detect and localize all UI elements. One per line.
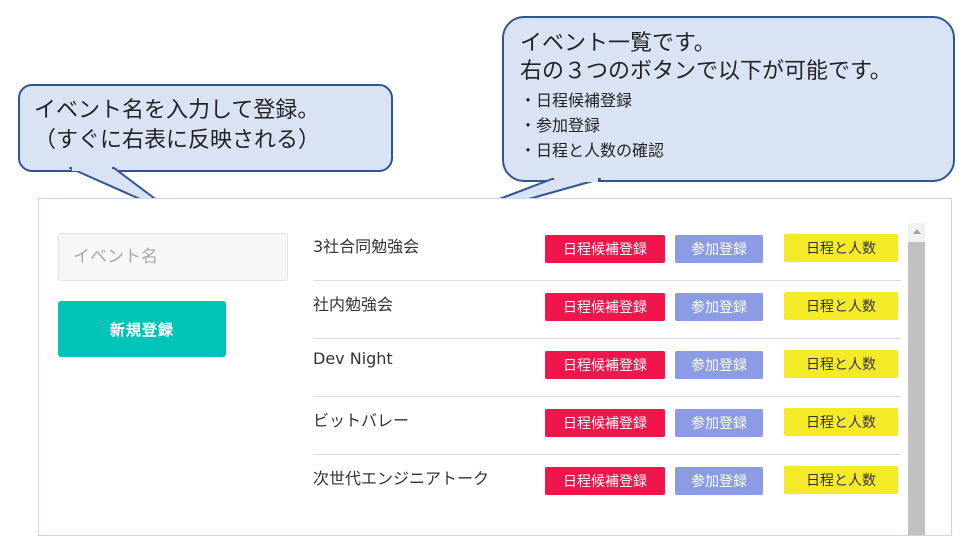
schedule-count-button[interactable]: 日程と人数 (784, 408, 898, 436)
scroll-up-arrow-icon[interactable] (908, 223, 925, 240)
event-name: 次世代エンジニアトーク (313, 469, 490, 488)
date-candidate-button[interactable]: 日程候補登録 (545, 235, 665, 263)
callout-list-item: ・日程と人数の確認 (520, 141, 665, 160)
callout-input-hint: イベント名を入力して登録。 （すぐに右表に反映される） (18, 84, 393, 172)
join-button[interactable]: 参加登録 (675, 409, 763, 437)
scrollbar-thumb[interactable] (908, 242, 925, 535)
event-row: Dev Night 日程候補登録 参加登録 日程と人数 (313, 339, 901, 397)
event-name: Dev Night (313, 349, 393, 368)
event-list: 3社合同勉強会 日程候補登録 参加登録 日程と人数 社内勉強会 日程候補登録 参… (313, 223, 901, 513)
schedule-count-button[interactable]: 日程と人数 (784, 350, 898, 378)
schedule-count-button[interactable]: 日程と人数 (784, 292, 898, 320)
event-list-scrollbar[interactable] (908, 223, 925, 535)
join-button[interactable]: 参加登録 (675, 293, 763, 321)
callout-input-hint-line2: （すぐに右表に反映される） (34, 128, 321, 153)
date-candidate-button[interactable]: 日程候補登録 (545, 467, 665, 495)
schedule-count-button[interactable]: 日程と人数 (784, 466, 898, 494)
event-name: ビットバレー (313, 411, 410, 430)
event-app-panel: 新規登録 3社合同勉強会 日程候補登録 参加登録 日程と人数 社内勉強会 日程候… (38, 198, 952, 536)
event-name: 3社合同勉強会 (313, 237, 420, 256)
callout-list-line2: 右の３つのボタンで以下が可能です。 (520, 59, 892, 84)
callout-input-hint-line1: イベント名を入力して登録。 (34, 98, 320, 123)
date-candidate-button[interactable]: 日程候補登録 (545, 351, 665, 379)
schedule-count-button[interactable]: 日程と人数 (784, 234, 898, 262)
join-button[interactable]: 参加登録 (675, 235, 763, 263)
date-candidate-button[interactable]: 日程候補登録 (545, 293, 665, 321)
join-button[interactable]: 参加登録 (675, 351, 763, 379)
event-row: 3社合同勉強会 日程候補登録 参加登録 日程と人数 (313, 223, 901, 281)
event-row: 次世代エンジニアトーク 日程候補登録 参加登録 日程と人数 (313, 455, 901, 513)
event-row: 社内勉強会 日程候補登録 参加登録 日程と人数 (313, 281, 901, 339)
event-name: 社内勉強会 (313, 295, 394, 314)
date-candidate-button[interactable]: 日程候補登録 (545, 409, 665, 437)
callout-list-item: ・参加登録 (520, 116, 601, 135)
callout-list-line1: イベント一覧です。 (520, 31, 716, 56)
callout-event-list-hint: イベント一覧です。 右の３つのボタンで以下が可能です。 ・日程候補登録 ・参加登… (502, 16, 955, 182)
event-name-input[interactable] (58, 233, 288, 281)
register-button[interactable]: 新規登録 (58, 301, 226, 357)
event-row: ビットバレー 日程候補登録 参加登録 日程と人数 (313, 397, 901, 455)
join-button[interactable]: 参加登録 (675, 467, 763, 495)
callout-list-item: ・日程候補登録 (520, 91, 633, 110)
